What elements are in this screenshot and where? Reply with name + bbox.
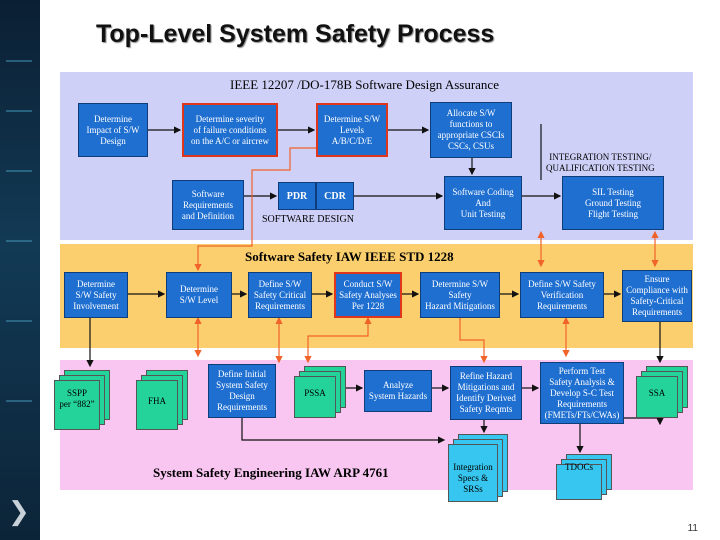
sil-testing-box[interactable]: SIL Testing Ground Testing Flight Testin… xyxy=(562,176,664,230)
tdocs-label: TDOCs xyxy=(564,462,593,472)
fha-document[interactable]: FHA xyxy=(136,370,188,430)
define-sw-safety-critical-box[interactable]: Define S/W Safety Critical Requirements xyxy=(248,272,312,318)
sspp-label: SSPP per “882” xyxy=(59,388,95,409)
pdr-box[interactable]: PDR xyxy=(278,182,316,210)
perform-test-safety-box[interactable]: Perform Test Safety Analysis & Develop S… xyxy=(540,362,624,424)
cdr-box[interactable]: CDR xyxy=(316,182,354,210)
define-sw-safety-verification-box[interactable]: Define S/W Safety Verification Requireme… xyxy=(520,272,604,318)
determine-sw-safety-involvement-box[interactable]: Determine S/W Safety Involvement xyxy=(64,272,128,318)
determine-sw-levels-box[interactable]: Determine S/W Levels A/B/C/D/E xyxy=(316,103,388,157)
fha-label: FHA xyxy=(147,396,166,406)
software-coding-box[interactable]: Software Coding And Unit Testing xyxy=(444,176,522,230)
bottom-panel-label: System Safety Engineering IAW ARP 4761 xyxy=(153,465,389,480)
allocate-sw-functions-box[interactable]: Allocate S/W functions to appropriate CS… xyxy=(430,102,512,158)
page-title: Top-Level System Safety Process xyxy=(96,20,495,48)
tdocs-document[interactable]: TDOCs xyxy=(556,454,612,500)
sspp-document[interactable]: SSPP per “882” xyxy=(54,370,110,430)
pssa-document[interactable]: PSSA xyxy=(294,366,346,418)
top-panel-label: IEEE 12207 /DO-178B Software Design Assu… xyxy=(230,77,499,92)
determine-sw-level-box[interactable]: Determine S/W Level xyxy=(166,272,232,318)
ensure-compliance-box[interactable]: Ensure Compliance with Safety-Critical R… xyxy=(622,270,692,322)
define-initial-safety-box[interactable]: Define Initial System Safety Design Requ… xyxy=(208,364,276,418)
determine-sw-safety-mitigations-box[interactable]: Determine S/W Safety Hazard Mitigations xyxy=(420,272,500,318)
refine-hazard-mitigations-box[interactable]: Refine Hazard Mitigations and Identify D… xyxy=(450,366,522,420)
ssa-document[interactable]: SSA xyxy=(636,366,688,418)
software-requirements-box[interactable]: Software Requirements and Definition xyxy=(172,180,244,230)
determine-severity-box[interactable]: Determine severity of failure conditions… xyxy=(182,103,278,157)
integration-specs-label: Integration Specs & SRSs xyxy=(453,462,493,494)
ssa-label: SSA xyxy=(648,388,666,398)
analyze-system-hazards-box[interactable]: Analyze System Hazards xyxy=(364,370,432,412)
determine-impact-box[interactable]: Determine Impact of S/W Design xyxy=(78,103,148,157)
pssa-label: PSSA xyxy=(304,388,326,398)
software-design-label: SOFTWARE DESIGN xyxy=(262,214,354,225)
integration-specs-document[interactable]: Integration Specs & SRSs xyxy=(448,434,508,504)
middle-panel-label: Software Safety IAW IEEE STD 1228 xyxy=(245,249,454,264)
conduct-sw-safety-analyses-box[interactable]: Conduct S/W Safety Analyses Per 1228 xyxy=(334,272,402,318)
chevron-right-icon[interactable]: ❯ xyxy=(8,497,30,527)
integration-testing-label: INTEGRATION TESTING/ QUALIFICATION TESTI… xyxy=(546,152,655,173)
page-number: 11 xyxy=(687,523,698,534)
left-decorative-strip: ❯ xyxy=(0,0,40,540)
